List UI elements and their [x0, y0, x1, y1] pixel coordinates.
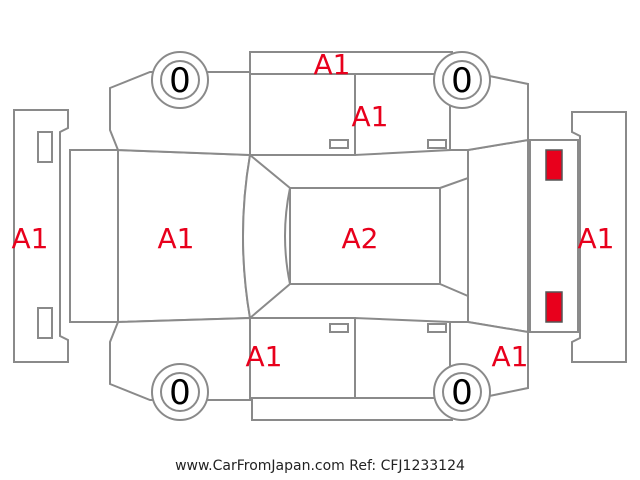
bottom-front-door-code: A1 — [246, 340, 283, 373]
top-side-code: A1 — [314, 48, 351, 81]
front-nose — [69, 149, 119, 323]
bottom-side-profile — [109, 316, 529, 421]
roof-code: A2 — [342, 222, 379, 255]
top-side-profile — [109, 51, 529, 157]
tire-front-right-value: 0 — [169, 373, 191, 413]
tire-front-left: 0 — [151, 51, 209, 109]
roof-panel — [289, 187, 441, 285]
rear-light-right — [545, 291, 563, 323]
tire-front-right: 0 — [151, 363, 209, 421]
rear-window — [439, 176, 469, 298]
hood-code: A1 — [158, 222, 195, 255]
tire-rear-right: 0 — [433, 363, 491, 421]
rear-light-left — [545, 149, 563, 181]
reference-footer: www.CarFromJapan.com Ref: CFJ1233124 — [175, 458, 465, 474]
front-bumper-code: A1 — [12, 222, 49, 255]
rear-section — [467, 138, 529, 334]
rear-bumper-code: A1 — [578, 222, 615, 255]
tire-front-left-value: 0 — [169, 61, 191, 101]
tire-rear-left: 0 — [433, 51, 491, 109]
bottom-rear-code: A1 — [492, 340, 529, 373]
windshield — [242, 153, 292, 320]
tire-rear-left-value: 0 — [451, 61, 473, 101]
top-doors-code: A1 — [352, 100, 389, 133]
front-bumper — [13, 109, 69, 363]
tire-rear-right-value: 0 — [451, 373, 473, 413]
